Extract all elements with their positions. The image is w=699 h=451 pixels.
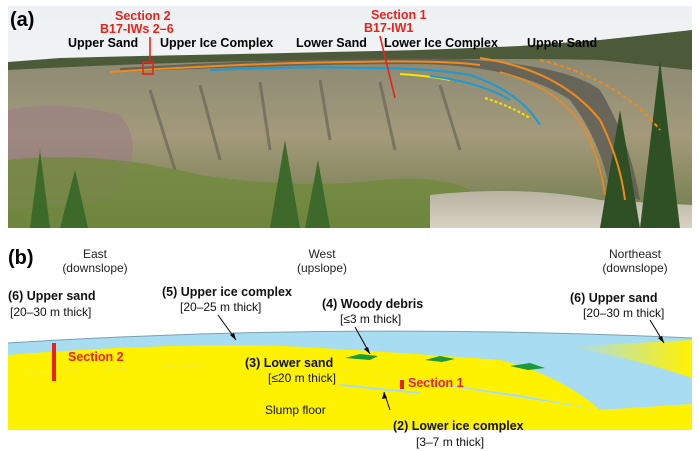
trace-upper-sand-right-dashed [539,59,661,131]
trace-lower-ice-complex [429,75,511,101]
unit-upper-sand-left-name: (6) Upper sand [8,289,96,303]
cross-section [7,330,693,430]
direction-west: West [308,247,336,261]
unit-upper-ice-name: (5) Upper ice complex [162,285,292,299]
trace-upper-sand-right-outer [479,57,626,201]
panel-a-photo [8,6,692,228]
section1-label: Section 1 [408,376,464,390]
trace-lower-sand-dashed [484,97,531,119]
direction-northeast: Northeast [609,247,662,261]
section1-photo-leader [379,35,396,99]
section1-marker [400,380,404,389]
ground-surface [7,330,693,344]
panel-b-letter: (b) [8,247,34,269]
layer-woody-debris-1 [345,354,378,360]
unit-upper-sand-right-name: (6) Upper sand [570,291,658,305]
photo-label-upper-sand-left: Upper Sand [68,36,138,50]
photo-label-upper-ice-complex: Upper Ice Complex [160,36,273,50]
section2-marker [52,343,56,381]
section2-photo-id: B17-IWs 2–6 [100,22,174,36]
trace-upper-sand-right-inner [499,71,606,196]
photo-label-lower-sand: Lower Sand [296,36,367,50]
trace-upper-ice-complex [209,66,541,126]
section2-photo-title: Section 2 [115,9,171,23]
direction-west-note: (upslope) [297,261,347,275]
photo-right-trees [600,60,680,228]
direction-east-note: (downslope) [62,261,127,275]
photo-label-upper-sand-right: Upper Sand [527,36,597,50]
direction-northeast-note: (downslope) [602,261,667,275]
layer-lower-sand [8,345,600,410]
section2-label: Section 2 [68,350,124,364]
unit-lower-sand-thick: [≤20 m thick] [268,371,336,385]
section1-photo-title: Section 1 [371,8,427,22]
unit-upper-sand-left-thick: [20–30 m thick] [10,305,91,319]
layer-lower-ice-complex [340,384,420,394]
unit-lower-ice-arrow [382,392,387,399]
direction-east: East [83,247,108,261]
unit-lower-sand-name: (3) Lower sand [245,356,333,370]
photo-vegetation [8,157,470,228]
panel-a-letter: (a) [10,9,34,31]
unit-woody-name: (4) Woody debris [322,297,423,311]
photo-label-lower-ice-complex: Lower Ice Complex [384,36,498,50]
unit-woody-thick: [≤3 m thick] [340,312,401,326]
unit-upper-sand-right-thick: [20–30 m thick] [583,306,664,320]
unit-upper-ice-thick: [20–25 m thick] [180,300,261,314]
section1-photo-id: B17-IW1 [364,21,413,35]
layer-woody-debris-3 [510,363,545,370]
slump-floor-label: Slump floor [265,403,326,417]
trace-upper-sand-left [109,60,481,73]
unit-upper-ice-arrow [230,333,236,340]
layer-woody-debris-2 [425,356,455,362]
unit-lower-ice-thick: [3–7 m thick] [416,435,484,449]
unit-upper-sand-right-arrow [658,336,664,343]
layer-basal-sand [8,365,692,430]
unit-lower-ice-name: (2) Lower ice complex [393,419,524,433]
section2-photo-box [142,61,154,75]
photo-gullies [148,79,462,171]
unit-woody-arrow [364,347,370,354]
layer-upper-sand-right [570,340,692,378]
